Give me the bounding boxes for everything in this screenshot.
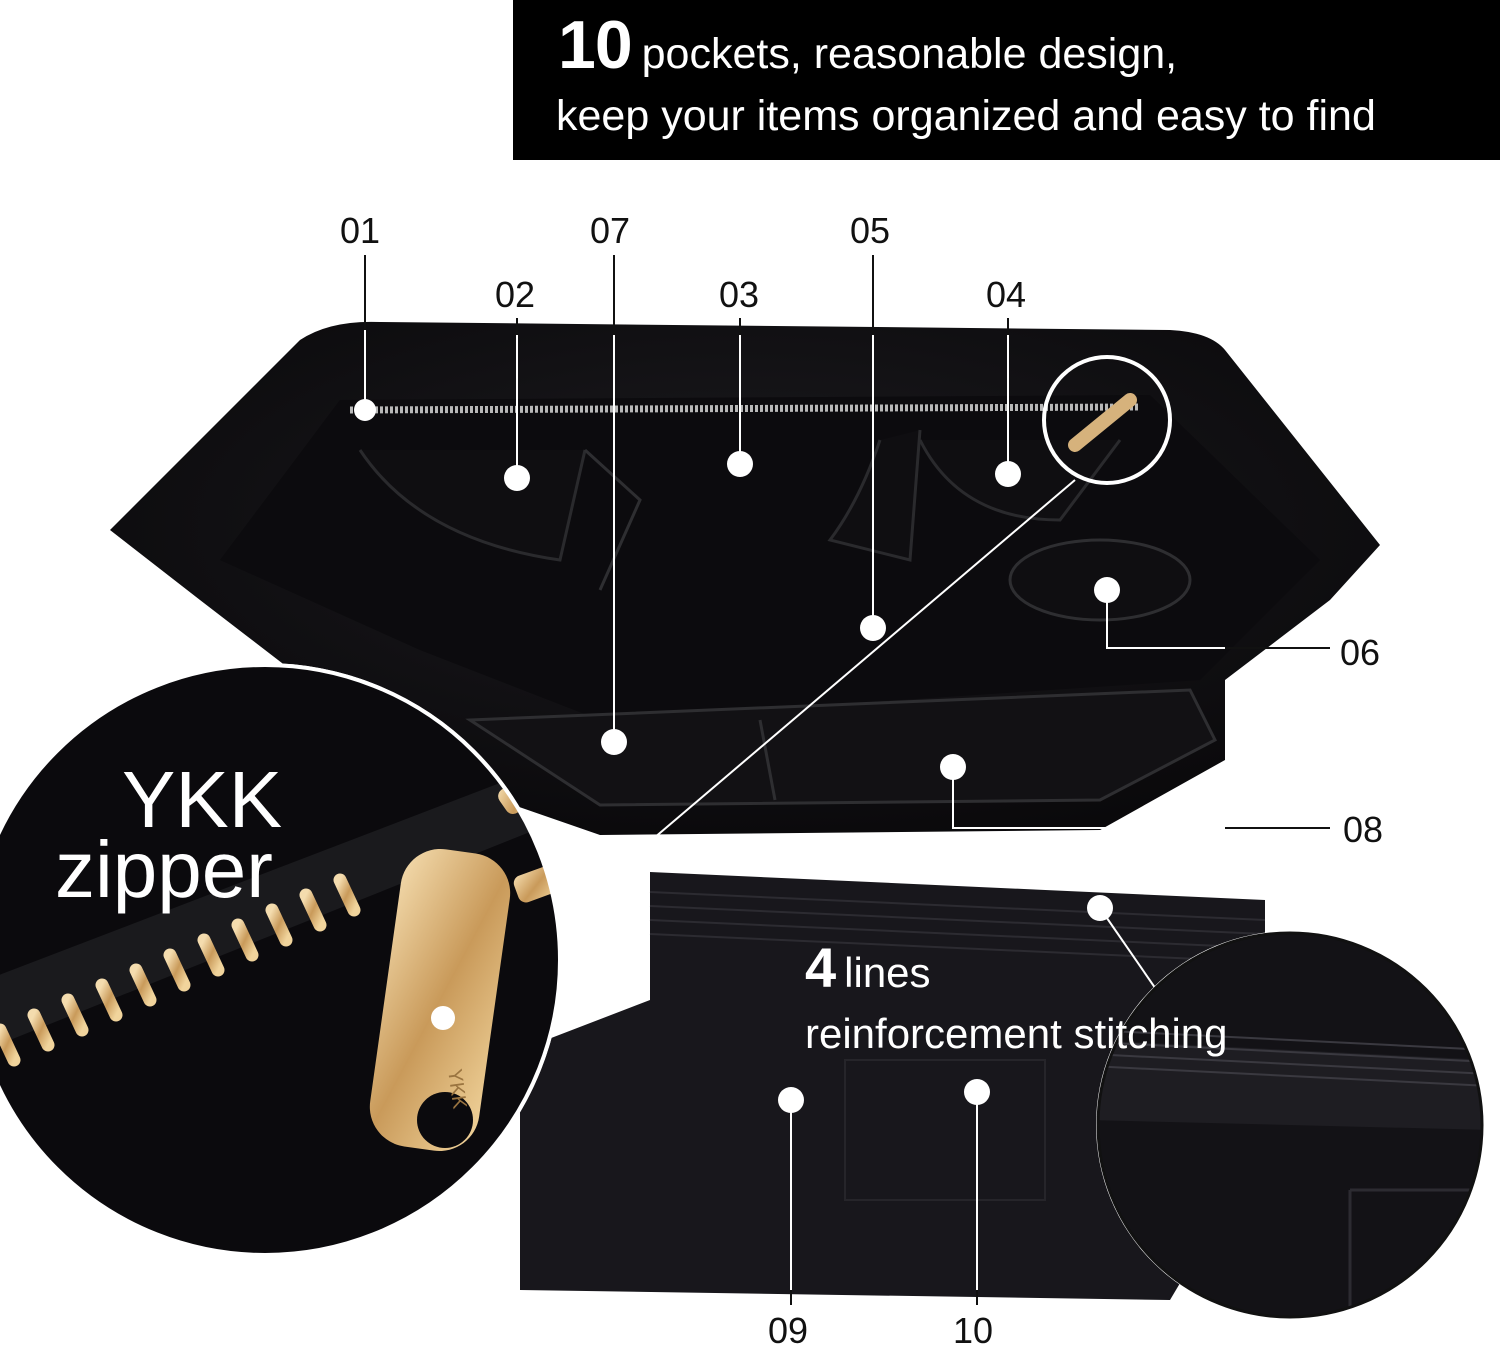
pocket-number-07: 07 (590, 210, 631, 251)
pocket-count: 10 (558, 7, 633, 83)
pocket-number-10: 10 (953, 1310, 994, 1351)
pocket-number-03: 03 (719, 274, 760, 315)
stitching-count: 4 (805, 936, 837, 999)
pocket-number-06: 06 (1340, 632, 1381, 673)
pocket-number-09: 09 (768, 1310, 809, 1351)
stitching-description: reinforcement stitching (805, 1010, 1228, 1057)
subheadline-text: keep your items organized and easy to fi… (556, 92, 1376, 140)
pocket-number-02: 02 (495, 274, 536, 315)
pocket-markers (354, 399, 1120, 1113)
pocket-number-01: 01 (340, 210, 381, 251)
pocket-number-08: 08 (1343, 809, 1384, 850)
organizer-top-view (110, 321, 1380, 835)
zipper-brand-label: YKK (122, 755, 283, 844)
headline-text: pockets, reasonable design, (641, 30, 1178, 78)
zipper-closeup (0, 663, 562, 1257)
pocket-number-04: 04 (986, 274, 1027, 315)
pocket-number-05: 05 (850, 210, 891, 251)
zipper-label: zipper (55, 825, 273, 914)
stitching-closeup (1096, 931, 1484, 1319)
organizer-side-view (520, 872, 1266, 1300)
leader-lines-outside (364, 255, 1330, 1305)
stitching-word: lines (844, 949, 931, 996)
